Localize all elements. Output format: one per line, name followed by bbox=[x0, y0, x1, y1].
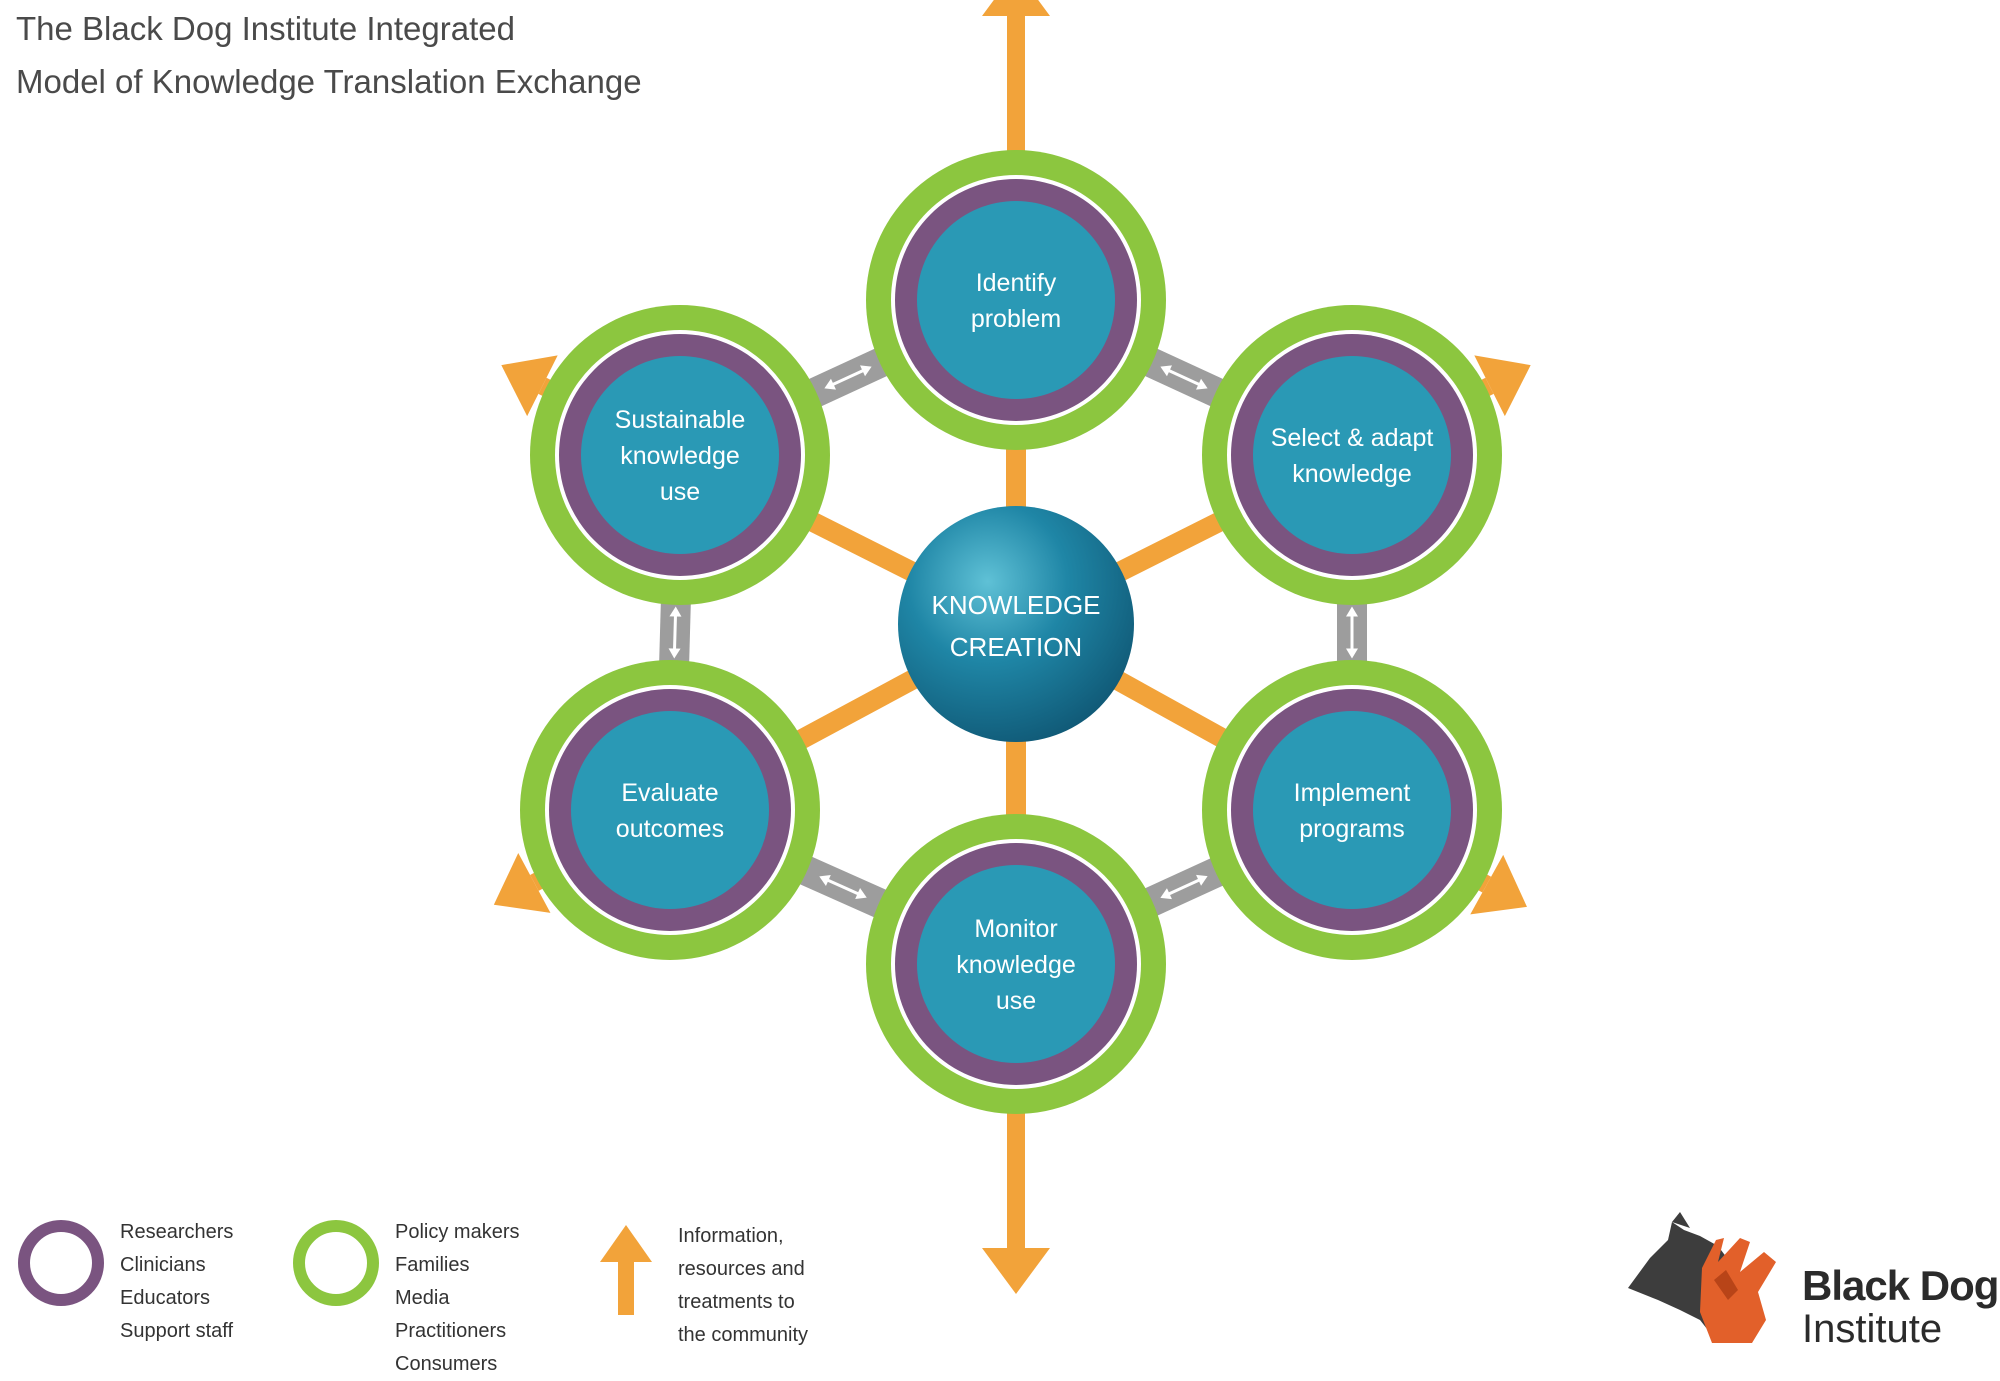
center-label-line-1: KNOWLEDGE bbox=[931, 590, 1100, 620]
node-sustainable: Sustainable knowledge use bbox=[530, 305, 830, 605]
node-select: Select & adapt knowledge bbox=[1202, 305, 1502, 605]
legend-item: Educators bbox=[120, 1287, 211, 1309]
legend-item: Information, bbox=[678, 1225, 784, 1247]
node-label-line: knowledge bbox=[1292, 460, 1412, 488]
logo-name-line-1: Black Dog bbox=[1802, 1262, 1999, 1309]
title-line-1: The Black Dog Institute Integrated bbox=[16, 10, 515, 47]
dog-silhouette-icon bbox=[1628, 1212, 1776, 1343]
node-label-line: Select & adapt bbox=[1271, 424, 1434, 452]
node-evaluate: Evaluate outcomes bbox=[520, 660, 820, 960]
knowledge-creation-hub: KNOWLEDGE CREATION bbox=[898, 506, 1134, 742]
teal-core bbox=[917, 201, 1115, 399]
orange-arrow-icon bbox=[600, 1225, 652, 1315]
node-label-line: use bbox=[660, 478, 700, 506]
legend-item: Clinicians bbox=[120, 1254, 206, 1276]
teal-core bbox=[571, 711, 769, 909]
node-label-line: programs bbox=[1299, 815, 1405, 843]
green-legend-list: Policy makers Families Media Practitione… bbox=[395, 1216, 519, 1381]
node-label-line: Identify bbox=[976, 269, 1057, 297]
legend-item: Media bbox=[395, 1287, 450, 1309]
logo-name-line-2: Institute bbox=[1802, 1307, 1943, 1351]
orange-arrow-icon bbox=[982, 1084, 1050, 1294]
node-label-line: Implement bbox=[1294, 779, 1411, 807]
node-label-line: Sustainable bbox=[615, 406, 746, 434]
node-label-line: problem bbox=[971, 305, 1061, 333]
teal-core bbox=[1253, 711, 1451, 909]
legend-item: the community bbox=[678, 1324, 809, 1346]
node-identify: Identify problem bbox=[866, 150, 1166, 450]
legend-item: Consumers bbox=[395, 1353, 498, 1375]
teal-core bbox=[1253, 356, 1451, 554]
purple-legend-list: Researchers Clinicians Educators Support… bbox=[120, 1216, 233, 1348]
node-label-line: use bbox=[996, 987, 1036, 1015]
title-line-2: Model of Knowledge Translation Exchange bbox=[16, 63, 642, 100]
node-label-line: Evaluate bbox=[621, 779, 718, 807]
node-label-line: knowledge bbox=[620, 442, 740, 470]
node-monitor: Monitor knowledge use bbox=[866, 814, 1166, 1114]
green-legend-ring bbox=[293, 1220, 379, 1306]
center-circle bbox=[898, 506, 1134, 742]
legend-item: resources and bbox=[678, 1258, 805, 1280]
teal-core bbox=[917, 865, 1115, 1063]
legend-item: Practitioners bbox=[395, 1320, 507, 1342]
node-label-line: outcomes bbox=[616, 815, 724, 843]
node-label-line: Monitor bbox=[974, 915, 1057, 943]
teal-core bbox=[581, 356, 779, 554]
legend-item: Researchers bbox=[120, 1221, 234, 1243]
node-label-line: knowledge bbox=[956, 951, 1076, 979]
center-label-line-2: CREATION bbox=[950, 632, 1082, 662]
node-implement: Implement programs bbox=[1202, 660, 1502, 960]
legend-item: Families bbox=[395, 1254, 470, 1276]
legend-item: Policy makers bbox=[395, 1221, 520, 1243]
arrow-legend-text: Information, resources and treatments to… bbox=[678, 1220, 808, 1352]
legend-item: treatments to bbox=[678, 1291, 795, 1313]
purple-legend-ring bbox=[18, 1220, 104, 1306]
legend-item: Support staff bbox=[120, 1320, 234, 1342]
